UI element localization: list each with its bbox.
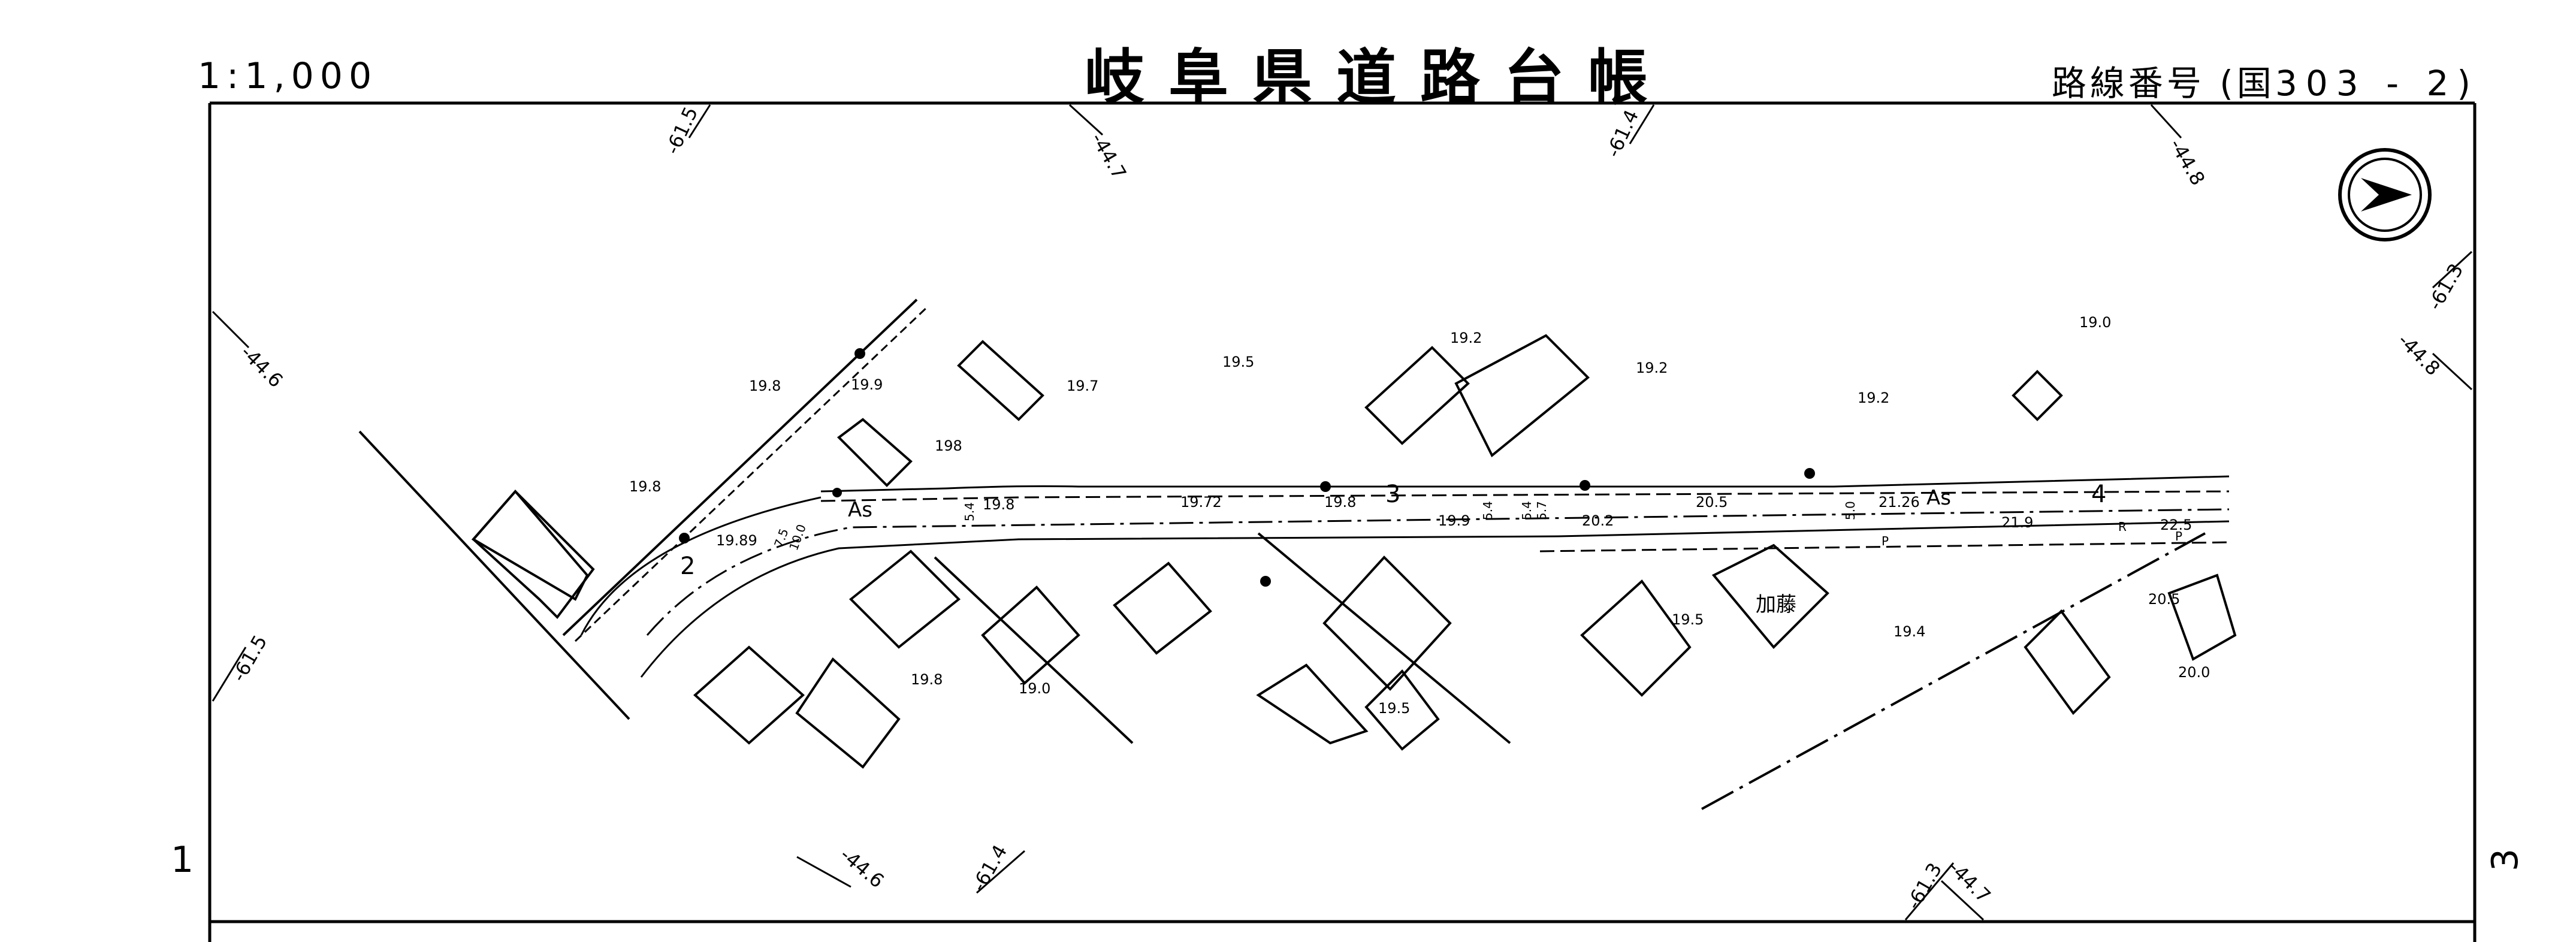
elevation: 21.9: [2001, 514, 2033, 531]
grid-label: -44.8: [2393, 329, 2444, 380]
map-frame: [208, 101, 2477, 942]
elevation: 19.8: [629, 478, 661, 495]
owner-label: 加藤: [1756, 593, 1796, 617]
section-number: 2: [680, 552, 695, 580]
grid-label: -44.6: [236, 341, 287, 392]
section-number: 3: [1385, 481, 1400, 508]
road-width: 5.4: [1520, 501, 1534, 520]
railway-west-2: [574, 304, 930, 642]
map-title: 岐阜県道路台帳: [1085, 43, 1672, 113]
elevation: 19.2: [1450, 330, 1482, 346]
map-labels: As As 2 3 4 加藤 P P R: [680, 481, 2182, 617]
elevation: 19.0: [1019, 680, 1050, 697]
elevation: 19.8: [911, 671, 943, 688]
page-number-right: 3: [2484, 848, 2527, 872]
elevation: 19.5: [1222, 354, 1254, 370]
elevation: 20.2: [1582, 512, 1614, 529]
rail-side-structures: [358, 430, 1511, 744]
elevation: 19.0: [2079, 314, 2111, 331]
road-surface-label-2: As: [1926, 486, 1951, 510]
grid-label: -61.5: [227, 631, 271, 686]
road-edge-south-2: [1539, 541, 2230, 552]
elevation: 198: [935, 437, 962, 454]
grid-label: -61.5: [661, 103, 702, 158]
elevation: 20.5: [2148, 591, 2180, 608]
road: [562, 298, 2230, 810]
route-label-text: 路線番号 (国: [2051, 63, 2275, 104]
road-surface-label: As: [848, 498, 872, 522]
section-number: 4: [2091, 481, 2106, 508]
grid-label: -61.3: [1902, 859, 1946, 913]
marker-label: P: [1882, 534, 1889, 548]
elevation: 21.26: [1879, 494, 1920, 511]
grid-label: -61.3: [2423, 259, 2468, 314]
elevation: 19.4: [1894, 623, 1925, 640]
elevation: 19.9: [851, 376, 883, 393]
elevation: 19.2: [1636, 360, 1668, 376]
road-width: 5.4: [1481, 501, 1495, 520]
north-arrow-icon: [2338, 148, 2432, 241]
road-width-labels: 7.5 10.0 5.4 5.4 5.4 5.7 5.0: [771, 501, 1858, 552]
elevation: 19.9: [1438, 512, 1470, 529]
page-number-left: 1: [171, 839, 194, 881]
buildings: [472, 334, 2237, 769]
route-close: ): [2457, 63, 2474, 104]
elevation: 19.5: [1672, 611, 1704, 628]
marker-label: P: [2175, 529, 2182, 544]
grid-ticks: [212, 104, 2473, 921]
marker-label: R: [2118, 520, 2127, 534]
grid-label: -44.7: [1944, 856, 1995, 907]
elevation-labels: 19.8 19.9 198 19.8 19.7 19.5 19.2 19.2 1…: [629, 314, 2210, 717]
route-number-label: 路線番号 (国303 - 2): [2052, 55, 2474, 105]
route-number: 303 - 2: [2275, 63, 2457, 104]
grid-label: -44.7: [1086, 129, 1131, 183]
map-scale: 1:1,000: [198, 55, 378, 97]
road-edge-north: [820, 475, 2230, 493]
road-width: 5.0: [1843, 501, 1858, 520]
road-edge-north-2: [820, 490, 2230, 502]
road-width: 5.7: [1535, 501, 1549, 520]
elevation: 20.5: [1696, 494, 1728, 511]
survey-points: [679, 348, 1815, 587]
elevation: 19.72: [1180, 494, 1222, 511]
grid-label: -44.8: [2165, 135, 2209, 189]
elevation: 19.8: [983, 496, 1014, 513]
elevation: 19.8: [749, 378, 781, 394]
elevation: 19.7: [1067, 378, 1098, 394]
elevation: 20.0: [2178, 664, 2210, 681]
grid-label: -44.6: [836, 843, 889, 892]
elevation: 19.5: [1378, 700, 1410, 717]
elevation: 19.2: [1858, 390, 1889, 406]
railway-east: [1701, 532, 2206, 810]
road-edge-south: [640, 520, 2230, 678]
road-edge-branch: [580, 496, 822, 636]
elevation: 19.8: [1324, 494, 1356, 511]
road-centerline: [646, 508, 2230, 636]
elevation: 19.89: [716, 532, 757, 549]
elevation: 22.5: [2160, 517, 2192, 533]
road-width: 5.4: [962, 502, 977, 521]
